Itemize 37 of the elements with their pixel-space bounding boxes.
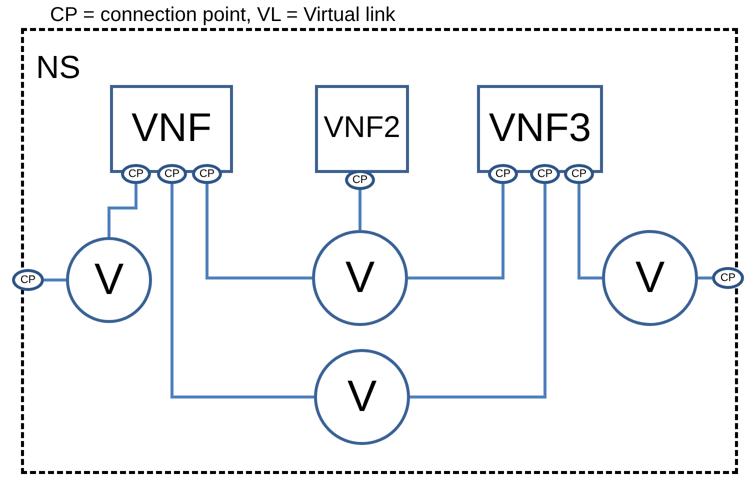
node-label: VNF2 — [324, 112, 400, 146]
connector-line — [44, 278, 66, 282]
connector-line — [108, 184, 138, 237]
node-label: V — [345, 256, 375, 300]
node-label: CP — [164, 168, 180, 180]
connection-point-ellipse — [157, 164, 187, 184]
connector-line — [698, 276, 712, 280]
connection-point-ellipse — [12, 269, 44, 291]
connection-point-ellipse — [192, 164, 222, 184]
node-label: VNF3 — [488, 108, 592, 152]
connector-line — [410, 184, 546, 398]
boundary-label: NS — [36, 51, 80, 83]
node-label: CP — [199, 168, 215, 180]
connection-point-ellipse — [564, 164, 594, 184]
connection-point-ellipse — [488, 164, 518, 184]
node-label: V — [635, 256, 665, 300]
connection-point-ellipse — [530, 164, 560, 184]
node-label: CP — [537, 168, 553, 180]
connector-line — [170, 184, 314, 398]
function-box — [315, 85, 409, 173]
node-label: CP — [352, 174, 368, 186]
connector-line — [206, 184, 312, 280]
connector-line — [358, 190, 362, 230]
node-label: CP — [571, 168, 587, 180]
node-label: CP — [128, 168, 144, 180]
connection-point-ellipse — [712, 267, 744, 289]
node-label: CP — [20, 274, 36, 286]
node-label: VNF — [132, 108, 212, 152]
node-label: CP — [720, 272, 736, 284]
node-label: CP — [495, 168, 511, 180]
node-label: V — [347, 375, 377, 419]
connector-line — [408, 184, 504, 280]
connector-line — [578, 184, 602, 280]
connection-point-ellipse — [345, 170, 375, 190]
connection-point-ellipse — [121, 164, 151, 184]
node-label: V — [94, 258, 124, 302]
dashed-boundary — [21, 28, 738, 474]
